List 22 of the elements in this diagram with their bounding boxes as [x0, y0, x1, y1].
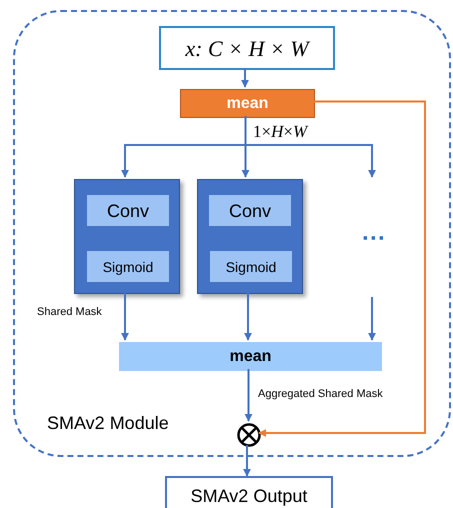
- dimension-label: 1×H×W: [253, 121, 308, 143]
- input-box: x: C × H × W: [159, 26, 335, 70]
- ellipsis-text: ···: [362, 224, 386, 254]
- arrow: [244, 369, 252, 422]
- sigmoid-box: Sigmoid: [210, 251, 292, 282]
- conv-box: Conv: [209, 195, 291, 226]
- arrow: [241, 68, 249, 88]
- conv-box: Conv: [87, 195, 169, 226]
- arrow: [244, 292, 252, 341]
- feedback-arrow: [258, 100, 426, 437]
- arrow: [368, 297, 376, 341]
- module-title: SMAv2 Module: [47, 412, 169, 435]
- branch-block: [74, 179, 180, 294]
- edge-label: Aggregated Shared Mask: [258, 388, 383, 402]
- mean-box: mean: [180, 89, 315, 118]
- mean-box: mean: [119, 342, 382, 371]
- sigmoid-box: Sigmoid: [87, 251, 169, 282]
- arrow: [243, 445, 251, 477]
- branch-block: [197, 179, 303, 294]
- output-box: SMAv2 Output: [165, 476, 333, 508]
- module-region: [13, 10, 451, 457]
- arrow: [121, 292, 129, 341]
